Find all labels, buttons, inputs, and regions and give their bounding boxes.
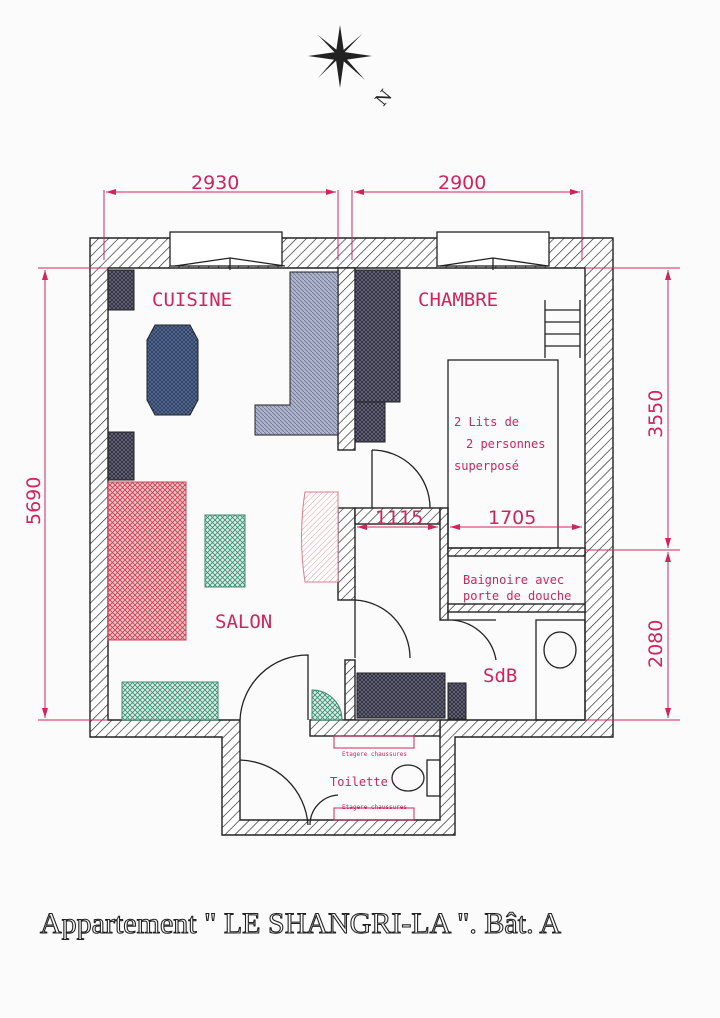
dim-corridor: 1115 [375, 507, 423, 529]
north-label: N [372, 86, 397, 110]
beds-note-line3: superposé [454, 459, 519, 473]
room-label-chambre: CHAMBRE [418, 289, 498, 311]
kitchen-cabinet [107, 269, 135, 311]
room-label-toilette: Toilette [330, 775, 388, 789]
doors [239, 449, 497, 826]
ladder-icon [544, 300, 581, 358]
dim-top-left: 2930 [191, 172, 239, 194]
bathroom-cabinet [356, 672, 446, 719]
shelf-label-top: Etagere chaussures [342, 751, 407, 758]
kitchen-counter [254, 271, 339, 436]
room-label-salon: SALON [215, 611, 272, 633]
kitchen-appliance [107, 431, 135, 481]
bunk-bed [447, 359, 559, 549]
dim-chambre-width: 1705 [488, 507, 536, 529]
dim-left-height: 5690 [23, 477, 45, 525]
beds-note-line2: 2 personnes [466, 437, 545, 451]
dimension-lines [38, 189, 680, 721]
coffee-table [204, 514, 246, 588]
tv-unit [121, 681, 219, 721]
dim-top-right: 2900 [438, 172, 486, 194]
sink-icon [543, 631, 577, 669]
shoe-shelf-top [333, 735, 415, 749]
bath-note-line2: porte de douche [463, 589, 571, 603]
chambre-cabinet [354, 401, 386, 443]
shoe-shelf-bottom [333, 807, 415, 821]
sink-unit [535, 619, 586, 721]
corner-cabinet [311, 689, 343, 721]
room-label-cuisine: CUISINE [152, 289, 232, 311]
armchair [301, 491, 339, 583]
bathroom-shelf [447, 682, 467, 720]
shelf-label-bottom: Etagere chaussures [342, 804, 407, 811]
toilet-icon [391, 759, 441, 797]
window-chambre [436, 231, 550, 270]
beds-note-line1: 2 Lits de [454, 415, 519, 429]
compass-rose-icon: N [308, 25, 397, 110]
plan-title: Appartement " LE SHANGRI-LA ". Bât. A [40, 907, 561, 940]
window-cuisine [169, 231, 286, 270]
room-label-sdb: SdB [483, 665, 517, 687]
dining-table [146, 324, 199, 416]
sofa-bed [107, 481, 187, 641]
dim-right-lower: 2080 [645, 620, 667, 668]
wardrobe [354, 269, 401, 403]
dim-right-upper: 3550 [645, 390, 667, 438]
bath-note-line1: Baignoire avec [463, 573, 564, 587]
